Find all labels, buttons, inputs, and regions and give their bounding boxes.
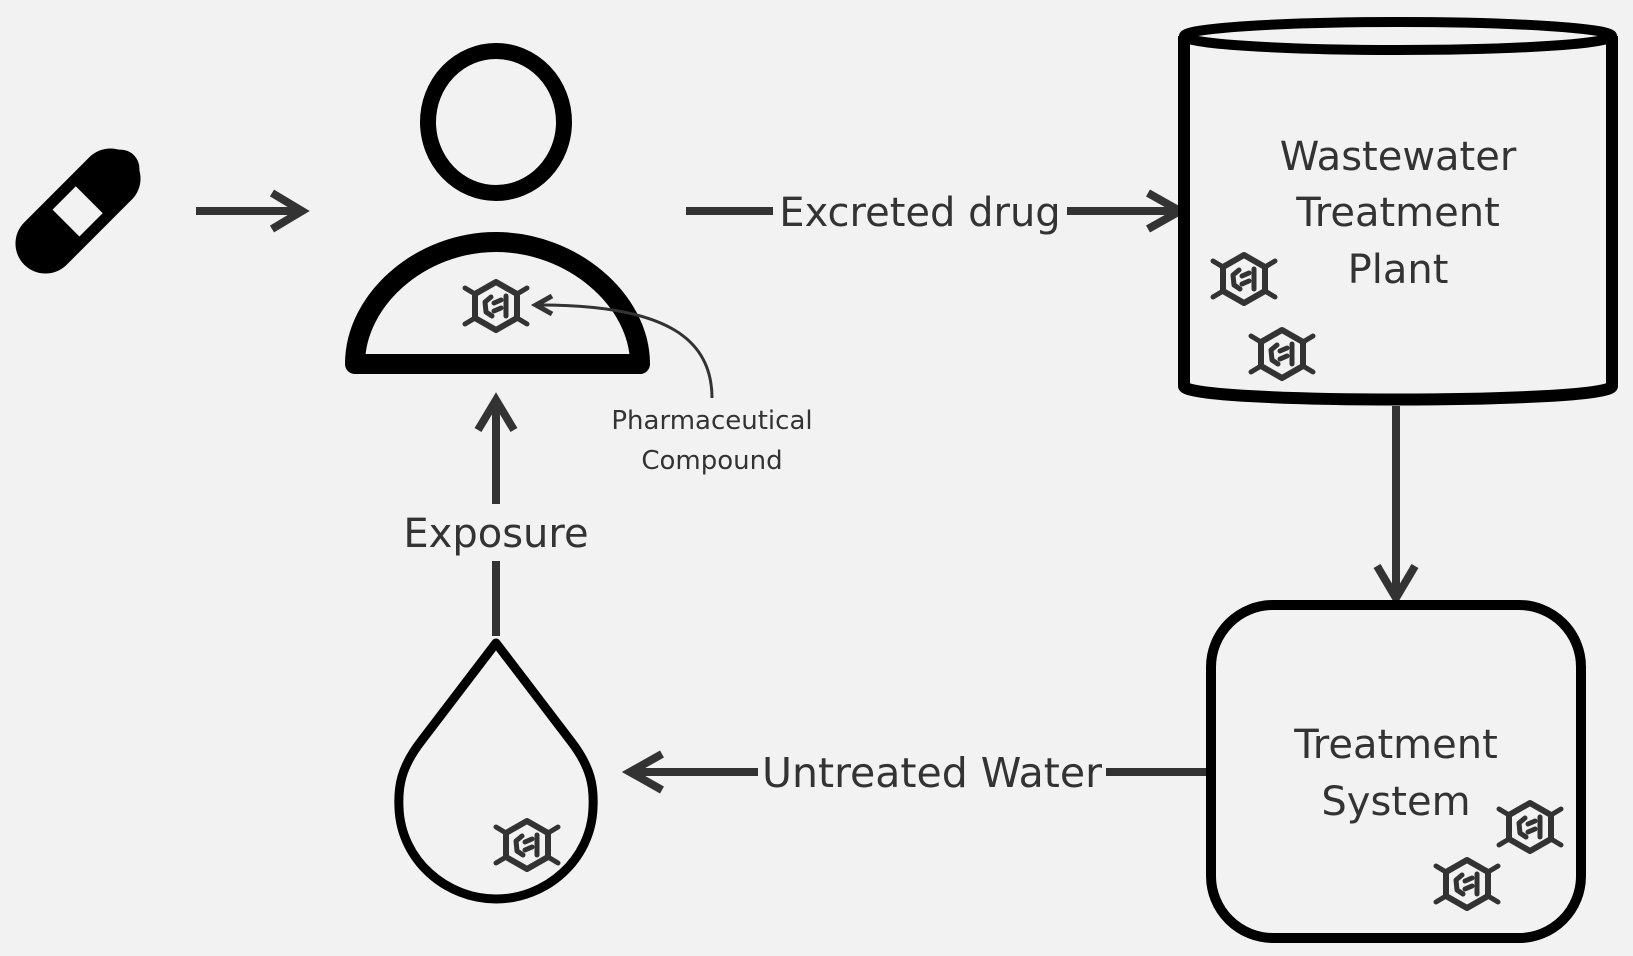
arrow-pill-to-person [196, 189, 310, 233]
label-treatment-system-2: System [1321, 779, 1470, 825]
tank-icon [1178, 17, 1618, 406]
molecule-icon-treatment-2 [1436, 860, 1498, 908]
label-excreted-drug: Excreted drug [779, 190, 1060, 236]
compound-pointer-arrow [530, 293, 714, 399]
label-treatment-system-1: Treatment [1293, 722, 1498, 768]
arrow-untreated-water [621, 750, 1206, 794]
label-plant: Plant [1348, 247, 1449, 293]
label-exposure: Exposure [403, 511, 588, 557]
treatment-system-box [1206, 600, 1586, 943]
label-untreated-water: Untreated Water [762, 749, 1102, 797]
molecule-icon-treatment-1 [1499, 803, 1561, 851]
arrow-exposure [474, 392, 518, 636]
label-compound: Compound [641, 446, 782, 476]
arrow-plant-to-treatment [1373, 406, 1419, 606]
molecule-icon-person [465, 282, 527, 330]
person-icon [345, 43, 650, 374]
label-wastewater: Wastewater [1280, 134, 1517, 180]
water-drop-icon [394, 638, 598, 904]
pill-icon [15, 148, 141, 274]
molecule-icon-drop [496, 821, 558, 869]
molecule-icon-wwtp-2 [1251, 330, 1313, 378]
molecule-icon-wwtp-1 [1213, 255, 1275, 303]
label-pharmaceutical: Pharmaceutical [611, 406, 812, 436]
label-treatment-wwtp: Treatment [1295, 190, 1500, 236]
